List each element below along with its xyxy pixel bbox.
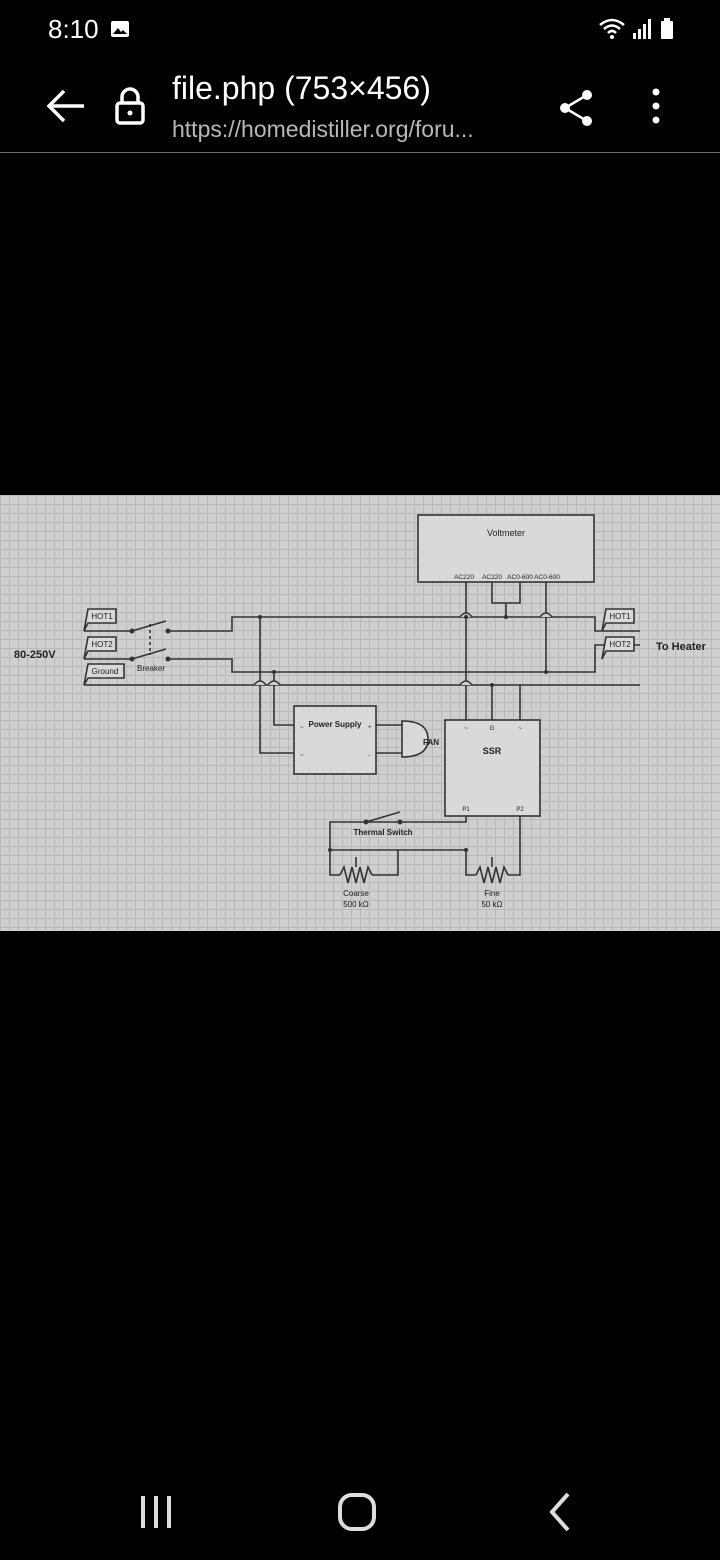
ssr-terminal-p1: P1 [462,807,470,813]
ssr-terminal-p2: P2 [516,807,524,813]
input-voltage-label: 80-250V [14,649,56,661]
ssr-terminal-ac-2: ~ [518,726,522,732]
voltmeter-label: Voltmeter [487,528,525,538]
back-nav-icon[interactable] [530,1486,590,1538]
power-supply-label: Power Supply [309,720,362,729]
recent-apps-icon[interactable] [126,1486,186,1538]
breaker-label: Breaker [137,664,165,673]
tag-ground-left: Ground [92,667,119,676]
viewer-toolbar: file.php (753×456) https://homedistiller… [0,58,720,153]
tag-hot1-right: HOT1 [609,612,631,621]
tag-hot1-left: HOT1 [91,612,113,621]
power-supply-terminal-ac-1: ~ [300,725,304,731]
battery-icon [661,18,673,39]
schematic-diagram: Voltmeter AC220 AC220 AC0-600 AC0-600 80… [14,514,707,909]
voltmeter-terminal-4: AC0-600 [534,574,560,581]
schematic-image[interactable]: Voltmeter AC220 AC220 AC0-600 AC0-600 80… [0,495,720,931]
share-icon[interactable] [554,86,598,130]
thermal-switch-label: Thermal Switch [353,828,412,837]
home-icon[interactable] [327,1486,387,1538]
gallery-notification-icon [111,21,129,37]
voltmeter-terminal-3: AC0-600 [507,574,533,581]
ssr-terminal-g: G [490,726,495,732]
power-supply-terminal-ac-2: ~ [300,753,304,759]
ssr-label: SSR [483,746,502,756]
system-navigation-bar [0,1464,720,1560]
status-bar: 8:10 [0,0,720,58]
page-url[interactable]: https://homedistiller.org/foru... [172,116,474,142]
fine-pot-label: Fine [484,889,500,898]
back-arrow-icon[interactable] [40,86,88,126]
more-options-icon[interactable] [640,84,672,128]
signal-icon [633,19,651,39]
voltmeter-terminal-2: AC220 [482,574,502,581]
to-heater-label: To Heater [656,641,707,653]
ssr-terminal-ac-1: ~ [464,726,468,732]
page-title: file.php (753×456) [172,70,431,106]
tag-hot2-left: HOT2 [91,640,113,649]
status-time: 8:10 [48,14,99,44]
power-supply-terminal-plus: + [368,725,372,731]
coarse-pot-value: 500 kΩ [343,900,369,909]
fine-pot-value: 50 kΩ [481,900,502,909]
lock-icon[interactable] [112,85,148,125]
wifi-icon [599,18,625,39]
power-supply-terminal-minus: - [368,753,370,759]
status-icons [598,17,674,41]
coarse-pot-label: Coarse [343,889,369,898]
tag-hot2-right: HOT2 [609,640,631,649]
fan-label: FAN [423,738,439,747]
voltmeter-terminal-1: AC220 [454,574,474,581]
